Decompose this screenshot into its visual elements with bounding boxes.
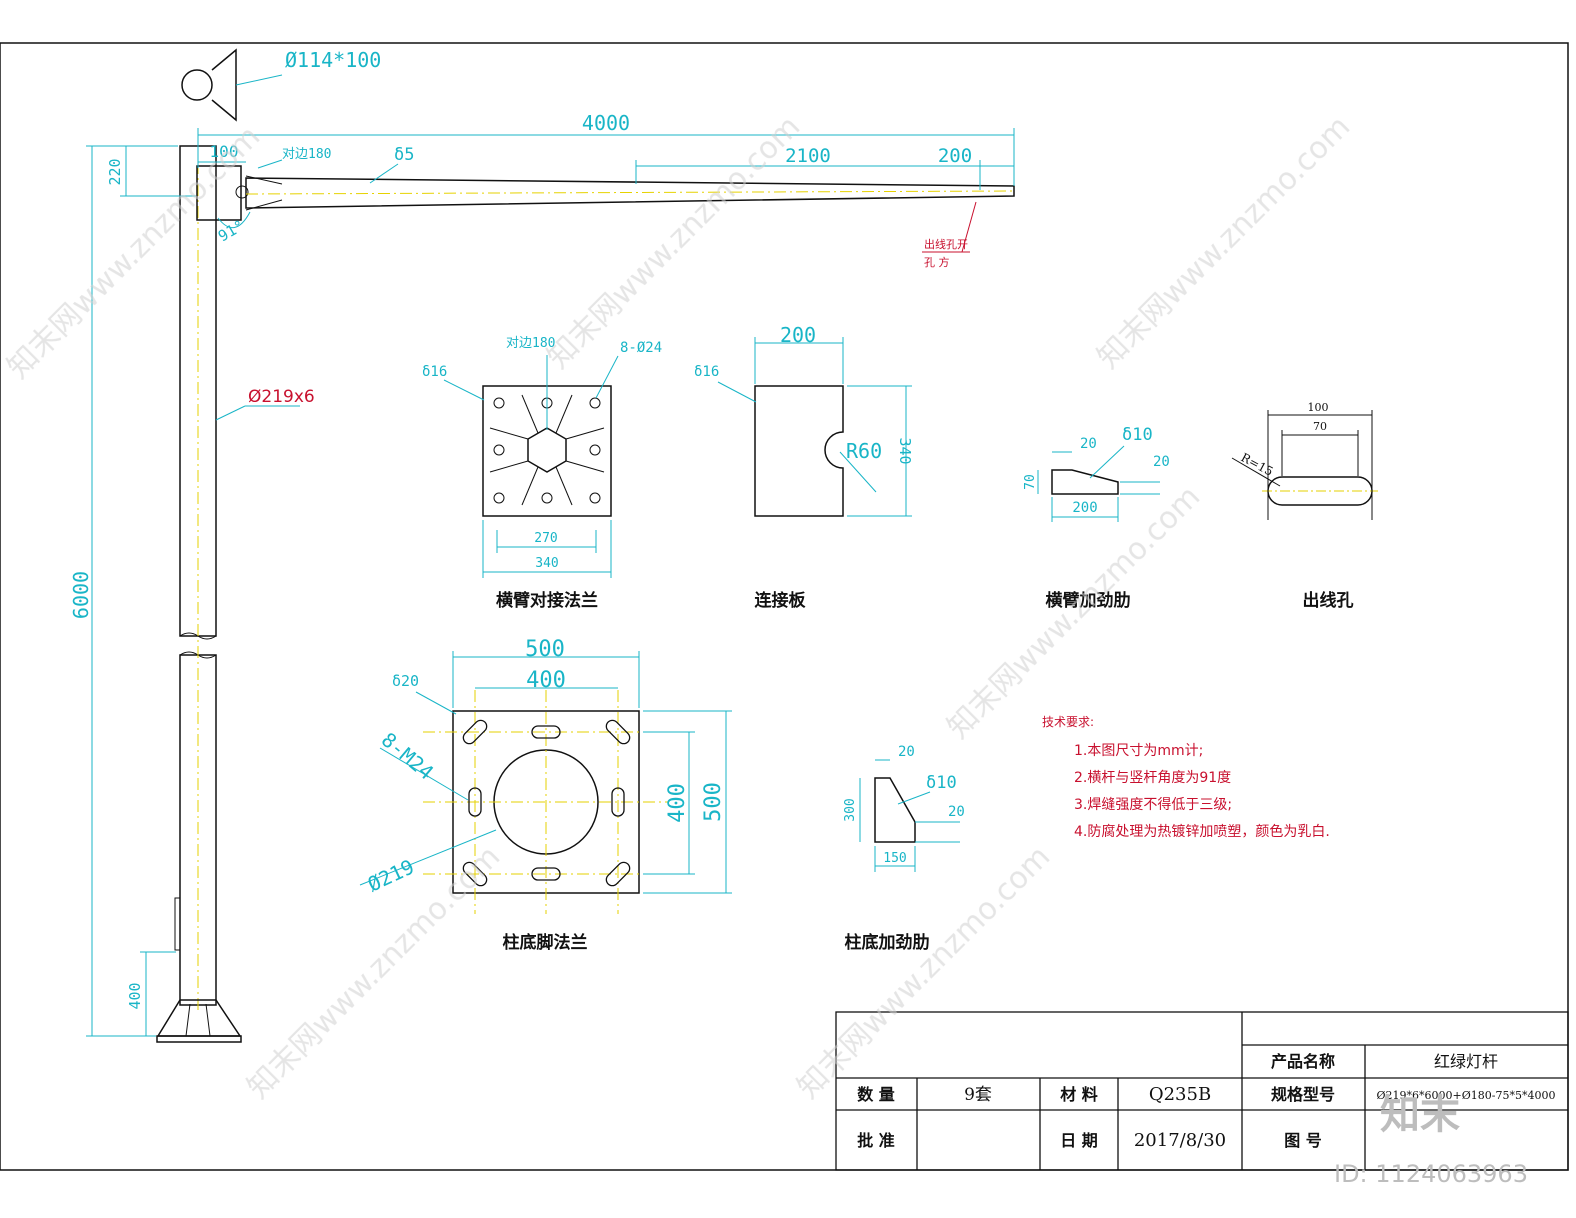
outlet-width-70: 70	[1313, 420, 1327, 433]
connect-plate-height: 340	[896, 437, 914, 464]
pole-base-400: 400	[126, 982, 144, 1009]
watermarks: 知末网www.znzmo.com 知末网www.znzmo.com 知末网www…	[1, 109, 1357, 1105]
spec-label: 规格型号	[1271, 1085, 1335, 1104]
base-flange-title: 柱底脚法兰	[503, 932, 588, 953]
tech-heading: 技术要求:	[1042, 715, 1094, 729]
base-rib-tip: 20	[948, 804, 965, 820]
connect-plate-thk: δ16	[694, 364, 719, 380]
watermark-2: 知末网www.znzmo.com	[541, 109, 807, 375]
outlet-width-100: 100	[1308, 401, 1329, 414]
tech-item-2: 2.横杆与竖杆角度为91度	[1074, 770, 1231, 786]
brand-logo: 知末	[1380, 1092, 1460, 1138]
arm-rib-tip: 20	[1153, 454, 1170, 470]
arm-rib-thk: δ10	[1122, 425, 1153, 445]
date-value: 2017/8/30	[1134, 1130, 1226, 1151]
connect-plate-title: 连接板	[755, 590, 807, 611]
arm-flange-label: 对边180	[282, 147, 331, 162]
base-flange-w500: 500	[525, 637, 565, 662]
tech-item-4: 4.防腐处理为热镀锌加喷塑，颜色为乳白.	[1074, 823, 1330, 840]
base-flange-h500: 500	[701, 782, 726, 822]
outlet-radius: R=15	[1239, 450, 1276, 478]
material-label: 材 料	[1060, 1085, 1098, 1104]
connect-plate-width: 200	[780, 323, 816, 347]
tech-item-1: 1.本图尺寸为mm计;	[1074, 743, 1203, 759]
base-flange-thk: δ20	[392, 672, 419, 690]
tech-item-3: 3.焊缝强度不得低于三级;	[1074, 796, 1232, 813]
arm-flange-flat: 对边180	[506, 336, 555, 351]
arm-elevation: 91° 4000 100 对边180 δ5 2100 200 出线孔开 孔 方	[197, 111, 1015, 269]
sheet-border	[0, 42, 1569, 1171]
lamp-head-icon	[181, 69, 213, 101]
pole-elevation: Ø114*100 6000 220 400 Ø219x6	[69, 48, 381, 1043]
pole-top-220: 220	[106, 158, 124, 185]
arm-rib-w: 200	[1072, 500, 1097, 516]
product-label: 产品名称	[1271, 1052, 1335, 1071]
arm-length-2100: 2100	[785, 145, 831, 167]
arm-rib-h: 70	[1023, 474, 1038, 490]
arm-flange-270: 270	[534, 531, 557, 546]
spec-value: Ø219*6*6000+Ø180-75*5*4000	[1377, 1089, 1556, 1102]
material-value: Q235B	[1149, 1084, 1211, 1105]
lamp-size-label: Ø114*100	[285, 48, 381, 72]
outlet-title: 出线孔	[1303, 590, 1354, 611]
outlet-note-2: 孔 方	[924, 255, 950, 269]
watermark-6: 知末网www.znzmo.com	[941, 479, 1207, 745]
arm-flange-thk: δ16	[422, 364, 447, 380]
arm-flange-340: 340	[535, 556, 558, 571]
base-flange-h400: 400	[665, 783, 690, 823]
image-id: ID: 1124063963	[1334, 1160, 1528, 1188]
title-block-text: 数 量 9套 材 料 Q235B 批 准 日 期 2017/8/30 产品名称 …	[857, 1052, 1555, 1151]
base-flange-w400: 400	[526, 668, 566, 693]
arm-flange-title: 横臂对接法兰	[496, 590, 598, 611]
arm-flange-holes: 8-Ø24	[620, 340, 662, 356]
base-rib-title: 柱底加劲肋	[845, 932, 930, 953]
arm-offset-100: 100	[210, 142, 239, 161]
watermark-3: 知末网www.znzmo.com	[1091, 109, 1357, 375]
title-block	[835, 1011, 1569, 1171]
outlet-note-1: 出线孔开	[924, 237, 968, 251]
base-flange-bolts: 8-M24	[377, 727, 439, 784]
base-rib-w: 150	[883, 851, 906, 866]
date-label: 日 期	[1060, 1131, 1098, 1150]
watermark-5: 知末网www.znzmo.com	[791, 839, 1057, 1105]
arm-rib-t: 20	[1080, 436, 1097, 452]
pole-diameter: Ø219x6	[248, 387, 315, 407]
tech-requirements: 技术要求: 1.本图尺寸为mm计; 2.横杆与竖杆角度为91度 3.焊缝强度不得…	[1042, 715, 1330, 840]
detail-arm-rib: 20 δ10 70 200 20 横臂加劲肋	[1023, 425, 1170, 611]
qty-label: 数 量	[857, 1085, 895, 1104]
arm-length-200: 200	[938, 145, 972, 167]
connect-plate-radius: R60	[846, 439, 882, 463]
pole-height-total: 6000	[69, 571, 93, 619]
base-flange-dia: Ø219	[364, 854, 418, 896]
detail-connect-plate: 200 δ16 R60 340 连接板	[694, 323, 914, 611]
base-rib-t: 20	[898, 744, 915, 760]
detail-outlet-hole: 100 70 R=15 出线孔	[1231, 401, 1378, 611]
qty-value: 9套	[964, 1085, 992, 1105]
detail-arm-flange: 对边180 8-Ø24 δ16 270 340 横臂对接法兰	[422, 336, 662, 611]
detail-base-rib: 20 δ10 300 20 150 柱底加劲肋	[843, 744, 965, 953]
arm-rib-title: 横臂加劲肋	[1046, 590, 1131, 611]
base-rib-h: 300	[843, 798, 858, 821]
arm-length-total: 4000	[582, 111, 630, 135]
watermark-1: 知末网www.znzmo.com	[1, 119, 267, 385]
product-value: 红绿灯杆	[1434, 1052, 1498, 1071]
base-rib-thk: δ10	[926, 773, 957, 793]
arm-thickness: δ5	[394, 145, 414, 165]
approve-label: 批 准	[857, 1131, 895, 1150]
drawing-no-label: 图 号	[1284, 1131, 1322, 1150]
